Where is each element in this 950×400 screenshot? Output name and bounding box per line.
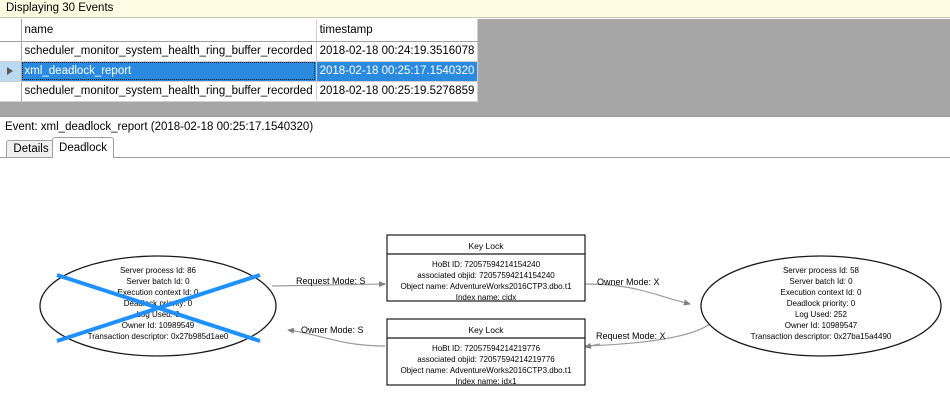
edge-label-owner-mode-x: Owner Mode: X xyxy=(597,277,660,287)
row-selector-cell[interactable] xyxy=(0,41,22,62)
process-node-right[interactable]: Server process Id: 58 Server batch Id: 0… xyxy=(700,255,942,357)
table-row[interactable]: scheduler_monitor_system_health_ring_buf… xyxy=(0,81,479,102)
process-left-line-5: Owner Id: 10989549 xyxy=(122,321,195,330)
process-right-line-5: Owner Id: 10989547 xyxy=(785,321,858,330)
keylock-top-title: Key Lock xyxy=(469,241,505,251)
keylock-bottom-title: Key Lock xyxy=(469,325,505,335)
cell-timestamp[interactable]: 2018-02-18 00:25:19.5276859 xyxy=(316,81,479,102)
events-table: name timestamp scheduler_monitor_system_… xyxy=(0,19,479,102)
table-header-row: name timestamp xyxy=(0,19,479,42)
process-node-left[interactable]: Server process Id: 86 Server batch Id: 0… xyxy=(39,255,277,357)
keylock-top-line-0: HoBt ID: 72057594214154240 xyxy=(432,260,541,269)
resource-node-keylock-top[interactable]: Key Lock HoBt ID: 72057594214154240 asso… xyxy=(386,234,586,302)
cell-timestamp[interactable]: 2018-02-18 00:25:17.1540320 xyxy=(316,61,479,82)
keylock-bottom-line-3: Index name: idx1 xyxy=(456,377,517,386)
cell-name[interactable]: scheduler_monitor_system_health_ring_buf… xyxy=(21,41,317,62)
edge-label-request-mode-x: Request Mode: X xyxy=(596,331,666,341)
process-left-line-3: Deadlock priority: 0 xyxy=(124,299,193,308)
edge-label-owner-mode-s: Owner Mode: S xyxy=(301,325,364,335)
table-row[interactable]: scheduler_monitor_system_health_ring_buf… xyxy=(0,41,479,62)
detail-tab-strip: Details Deadlock xyxy=(0,137,950,158)
column-header-selector[interactable] xyxy=(0,19,22,42)
edge-left-request-top: Request Mode: S xyxy=(271,276,386,288)
keylock-bottom-line-2: Object name: AdventureWorks2016CTP3.dbo.… xyxy=(400,366,572,375)
process-right-line-3: Deadlock priority: 0 xyxy=(787,299,856,308)
keylock-top-line-3: Index name: cidx xyxy=(456,293,516,302)
edge-label-request-mode-s: Request Mode: S xyxy=(296,276,366,286)
process-right-line-2: Execution context Id: 0 xyxy=(781,288,862,297)
row-selector-cell-current[interactable] xyxy=(0,61,22,82)
process-left-line-2: Execution context Id: 0 xyxy=(118,288,199,297)
deadlock-graph: Request Mode: S Owner Mode: X Owner Mode… xyxy=(39,234,942,386)
deadlock-graph-pane[interactable]: Request Mode: S Owner Mode: X Owner Mode… xyxy=(0,157,950,400)
process-left-line-0: Server process Id: 86 xyxy=(120,266,197,275)
tab-deadlock[interactable]: Deadlock xyxy=(52,137,114,158)
current-row-arrow-icon xyxy=(7,67,14,75)
keylock-top-line-1: associated objid: 72057594214154240 xyxy=(417,271,555,280)
table-row-selected[interactable]: xml_deadlock_report 2018-02-18 00:25:17.… xyxy=(0,61,479,82)
process-left-line-1: Server batch Id: 0 xyxy=(126,277,190,286)
edge-top-owner-right: Owner Mode: X xyxy=(584,277,691,306)
cell-name[interactable]: scheduler_monitor_system_health_ring_buf… xyxy=(21,81,317,102)
displaying-events-banner: Displaying 30 Events xyxy=(0,0,950,18)
process-right-line-0: Server process Id: 58 xyxy=(783,266,860,275)
keylock-bottom-line-1: associated objid: 72057594214219776 xyxy=(417,355,555,364)
keylock-top-line-2: Object name: AdventureWorks2016CTP3.dbo.… xyxy=(400,282,572,291)
event-detail-header: Event: xml_deadlock_report (2018-02-18 0… xyxy=(0,118,950,137)
edge-right-request-bottom: Request Mode: X xyxy=(584,323,711,349)
process-right-line-4: Log Used: 252 xyxy=(795,310,848,319)
cell-name[interactable]: xml_deadlock_report xyxy=(21,61,317,82)
column-header-timestamp[interactable]: timestamp xyxy=(316,19,479,42)
process-left-line-4: Log Used: 0 xyxy=(136,310,180,319)
edge-bottom-owner-left: Owner Mode: S xyxy=(287,325,386,347)
process-left-line-6: Transaction descriptor: 0x27b985d1ae0 xyxy=(88,332,229,341)
row-selector-cell[interactable] xyxy=(0,81,22,102)
resource-node-keylock-bottom[interactable]: Key Lock HoBt ID: 72057594214219776 asso… xyxy=(386,318,586,386)
column-header-name[interactable]: name xyxy=(21,19,317,42)
keylock-bottom-line-0: HoBt ID: 72057594214219776 xyxy=(432,344,541,353)
deadlock-victim-cross-icon xyxy=(56,273,261,343)
process-right-line-6: Transaction descriptor: 0x27ba15a4490 xyxy=(751,332,892,341)
process-right-line-1: Server batch Id: 0 xyxy=(789,277,853,286)
events-grid[interactable]: name timestamp scheduler_monitor_system_… xyxy=(0,19,950,117)
tab-details[interactable]: Details xyxy=(6,140,56,158)
cell-timestamp[interactable]: 2018-02-18 00:24:19.3516078 xyxy=(316,41,479,62)
